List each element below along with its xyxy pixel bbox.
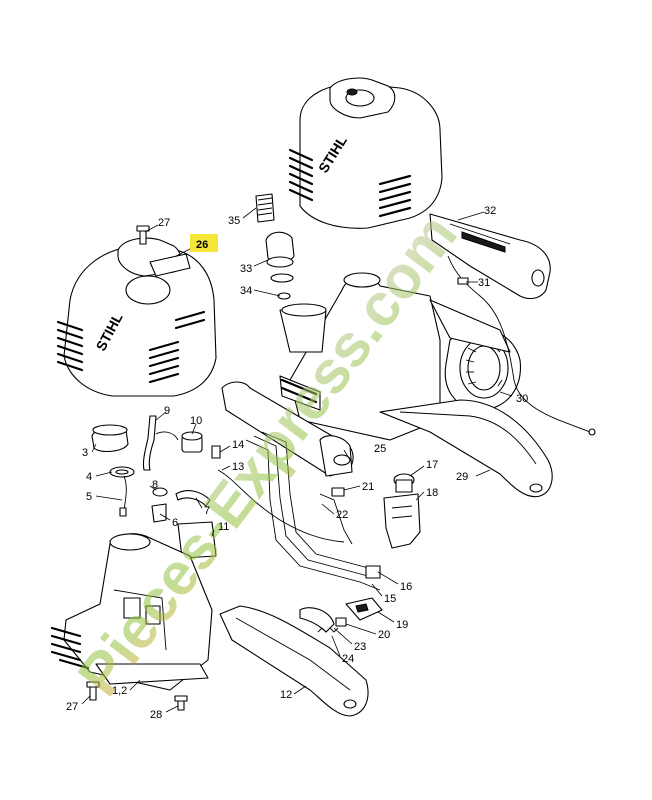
part-21-contact: [331, 487, 345, 497]
callout-9[interactable]: 9: [164, 405, 170, 417]
part-33-cap: [265, 231, 295, 300]
part-14-clip: [211, 445, 221, 459]
part-9-fuel-line: [142, 415, 179, 471]
callout-33[interactable]: 33: [240, 263, 252, 275]
callout-17[interactable]: 17: [426, 459, 438, 471]
callout-26-highlight: [190, 234, 218, 252]
callout-30[interactable]: 30: [516, 393, 528, 405]
engine-housing-assembled: STIHL: [288, 77, 551, 300]
part-11-label: [177, 521, 217, 559]
callout-11[interactable]: 11: [218, 521, 229, 533]
callout-22[interactable]: 22: [336, 509, 348, 521]
callout-8[interactable]: 8: [152, 479, 158, 491]
vent-slots-center: [280, 378, 318, 404]
callout-27-bottom[interactable]: 27: [66, 701, 78, 713]
callout-35[interactable]: 35: [228, 215, 240, 227]
part-20-pin: [335, 617, 347, 627]
callout-3[interactable]: 3: [82, 447, 88, 459]
part-28-screw: [174, 695, 188, 711]
vent-slots-left: [288, 148, 314, 202]
part-25-tube-clamp: [221, 381, 354, 477]
part-22-wire-harness: [245, 431, 381, 591]
callout-7[interactable]: 7: [204, 505, 210, 517]
callout-21[interactable]: 21: [362, 481, 374, 493]
callout-18[interactable]: 18: [426, 487, 438, 499]
vent-slots-housing: [50, 626, 90, 670]
callout-19[interactable]: 19: [396, 619, 408, 631]
part-12-handle: [219, 605, 369, 717]
callout-32[interactable]: 32: [484, 205, 496, 217]
callout-13[interactable]: 13: [232, 461, 244, 473]
part-23-lever: [299, 607, 335, 633]
callout-25[interactable]: 25: [374, 443, 386, 455]
callout-15[interactable]: 15: [384, 593, 396, 605]
callout-6[interactable]: 6: [172, 517, 178, 529]
part-18-bracket: [383, 493, 421, 549]
part-4-washer: [109, 466, 135, 478]
callout-24[interactable]: 24: [342, 653, 354, 665]
callout-5[interactable]: 5: [86, 491, 92, 503]
callout-23[interactable]: 23: [354, 641, 366, 653]
part-27-screw-bottom: [86, 681, 100, 701]
callout-4[interactable]: 4: [86, 471, 92, 483]
part-3-fuel-cap: [91, 424, 129, 453]
callout-20[interactable]: 20: [378, 629, 390, 641]
part-29-handle: [379, 399, 553, 498]
part-1-2-engine-housing: [50, 533, 213, 691]
callout-31[interactable]: 31: [478, 277, 490, 289]
part-7-hose: [175, 490, 211, 507]
callout-16[interactable]: 16: [400, 581, 412, 593]
callouts: 27 26 35 32 33 34 31 30 9 10 3 4 5 8 7 6…: [66, 205, 528, 721]
callout-12[interactable]: 12: [280, 689, 292, 701]
part-30-fan-shroud: [279, 272, 521, 441]
part-31-throttle-cable: [447, 255, 596, 436]
part-27-screw-top: [136, 225, 150, 245]
part-17-switch: [393, 473, 415, 493]
callout-27-top[interactable]: 27: [158, 217, 170, 229]
part-19-trigger: [345, 597, 383, 621]
vent-slots-26-left: [56, 320, 84, 372]
part-35-grille: [255, 193, 275, 223]
part-10-primer: [181, 431, 203, 453]
part-6-tank-vent: [151, 503, 167, 523]
callout-34[interactable]: 34: [240, 285, 252, 297]
callout-28[interactable]: 28: [150, 709, 162, 721]
callout-26[interactable]: 26: [196, 239, 208, 251]
vent-slots-right: [378, 174, 412, 218]
vent-slots-26-right: [148, 310, 206, 384]
callout-14[interactable]: 14: [232, 439, 244, 451]
callout-10[interactable]: 10: [190, 415, 202, 427]
callout-29[interactable]: 29: [456, 471, 468, 483]
part-24-spring: [317, 627, 339, 633]
part-13-cable-loop: [217, 469, 345, 543]
part-8-grommet: [152, 487, 168, 497]
callout-1-2[interactable]: 1,2: [112, 685, 127, 697]
part-26-engine-cover: STIHL: [56, 237, 217, 397]
part-5-filter-line: [119, 475, 127, 517]
